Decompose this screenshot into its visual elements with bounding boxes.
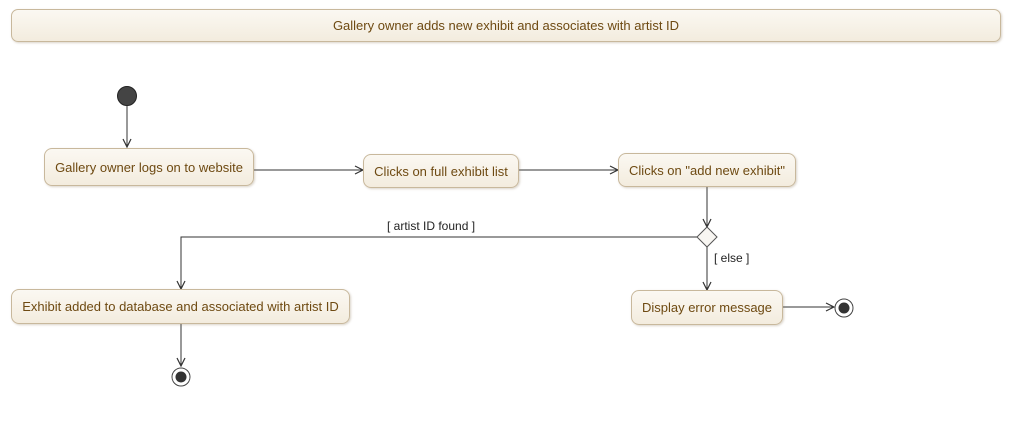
guard-else: [ else ] [714, 251, 750, 265]
action-full-exhibit-list: Clicks on full exhibit list [363, 154, 519, 188]
initial-node [117, 86, 137, 106]
final-node-added [171, 367, 191, 387]
action-exhibit-added: Exhibit added to database and associated… [11, 289, 350, 324]
action-logon: Gallery owner logs on to website [44, 148, 254, 186]
action-add-new-exhibit: Clicks on "add new exhibit" [618, 153, 796, 187]
guard-artist-id-found: [ artist ID found ] [387, 219, 476, 233]
action-display-error: Display error message [631, 290, 783, 325]
flow-decision-to-added [181, 236, 697, 289]
final-node-error [834, 298, 854, 318]
decision-node [696, 226, 718, 248]
diagram-title: Gallery owner adds new exhibit and assoc… [11, 9, 1001, 42]
